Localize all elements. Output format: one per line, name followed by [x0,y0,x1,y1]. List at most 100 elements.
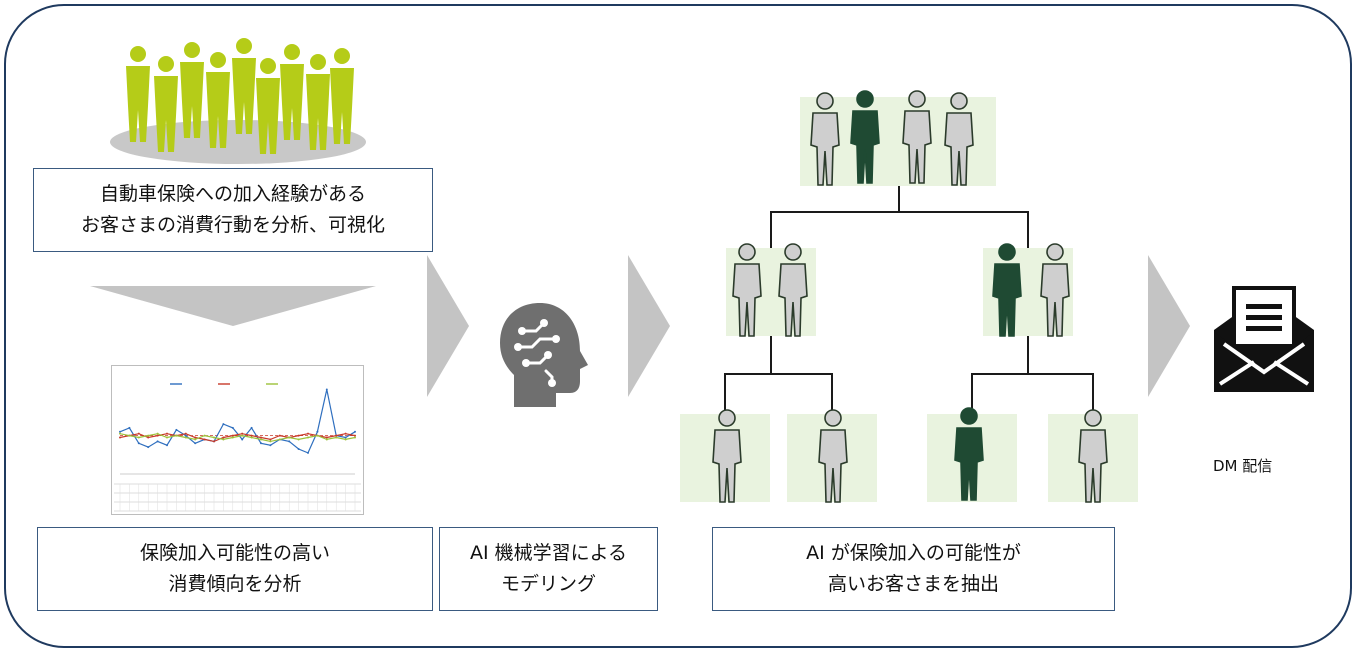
chart-point [156,440,159,443]
tree-connector [971,373,973,414]
person-icon [944,92,974,186]
chart-point [175,434,178,437]
chart-point [222,423,225,426]
chart-point [307,451,309,454]
crowd-person-body [154,76,178,152]
tree-connector [1092,373,1094,414]
chart-point [297,438,300,441]
chart-series-line [119,433,356,443]
chart-point [269,438,272,441]
chart-point [184,434,187,437]
crowd-icon [110,38,366,164]
chart-point [119,436,121,439]
tree-connector [724,373,833,375]
crowd-person-head [260,58,276,74]
chart-point [269,444,272,447]
crowd-person-body [330,68,354,144]
person-icon [818,409,848,503]
chart-point [325,436,328,439]
person-icon [732,243,762,337]
crowd-person-body [306,74,330,150]
chart-point [194,436,197,439]
down-arrow [90,286,376,326]
chart-point [175,428,178,431]
chart-point [147,436,150,439]
crowd-person-body [256,78,280,154]
person-icon [954,407,984,501]
tree-connector [1027,211,1029,248]
chart-point [222,438,225,441]
right-arrow-3 [1148,255,1190,397]
tree-connector [724,373,726,414]
crowd-person-head [310,54,326,70]
chart-point [147,434,150,437]
envelope-mail-icon [1214,286,1314,392]
crowd-person-head [334,48,350,64]
chart-point [316,430,319,433]
crowd-person-head [184,42,200,58]
chart-point [278,434,281,437]
chart-point [288,436,291,439]
caption-consumer-behavior: 自動車保険への加入経験がある お客さまの消費行動を分析、可視化 [33,168,433,252]
chart-point [278,438,281,441]
chart-point [241,438,244,441]
chart-point [269,440,272,443]
caption-ai-modeling: AI 機械学習による モデリング [439,527,658,611]
chart-point [344,432,347,435]
tree-connector [898,186,900,212]
crowd-person-head [210,52,226,68]
tree-connector [770,211,772,248]
outer-frame [4,4,1352,648]
person-icon [1040,243,1070,337]
chart-point [250,436,253,439]
chart-point [288,440,291,443]
person-icon [810,92,840,186]
tree-connector [971,373,1094,375]
chart-point [335,434,338,437]
chart-point [203,434,206,437]
chart-point [194,442,197,445]
person-icon [712,409,742,503]
chart-point [147,446,150,449]
ai-brain-icon [500,303,588,407]
tree-connector [1027,336,1029,374]
chart-point [184,436,187,439]
chart-point [354,436,356,439]
line-chart-thumbnail [111,365,364,515]
chart-point [213,436,215,439]
chart-point [297,448,300,451]
chart-point [241,432,244,435]
chart-data-table [114,483,361,512]
tree-connector [770,211,1028,213]
crowd-person-body [280,64,304,140]
chart-series-line [119,389,356,454]
chart-series-line [119,433,356,443]
person-icon [1078,409,1108,503]
chart-point [307,436,309,439]
chart-point [156,434,159,437]
trend-chart [114,383,361,512]
chart-point [250,434,253,437]
crowd-person-body [126,66,150,142]
chart-point [260,438,262,441]
crowd-person-body [206,72,230,148]
chart-point [344,436,347,439]
person-icon [850,90,880,184]
chart-point [119,430,121,433]
chart-point [325,438,328,441]
chart-point [166,432,168,435]
chart-point [297,434,300,437]
chart-point [222,436,225,439]
chart-point [166,436,168,439]
crowd-person-head [158,56,174,72]
chart-point [316,434,319,437]
chart-point [241,434,244,437]
chart-point [137,442,140,445]
crowd-person-head [284,44,300,60]
caption-analyze-trend: 保険加入可能性の高い 消費傾向を分析 [37,527,433,611]
chart-point [250,426,253,429]
chart-point [325,388,328,391]
right-arrow-1 [427,255,469,397]
right-arrow-2 [628,255,670,397]
chart-point [335,436,338,439]
